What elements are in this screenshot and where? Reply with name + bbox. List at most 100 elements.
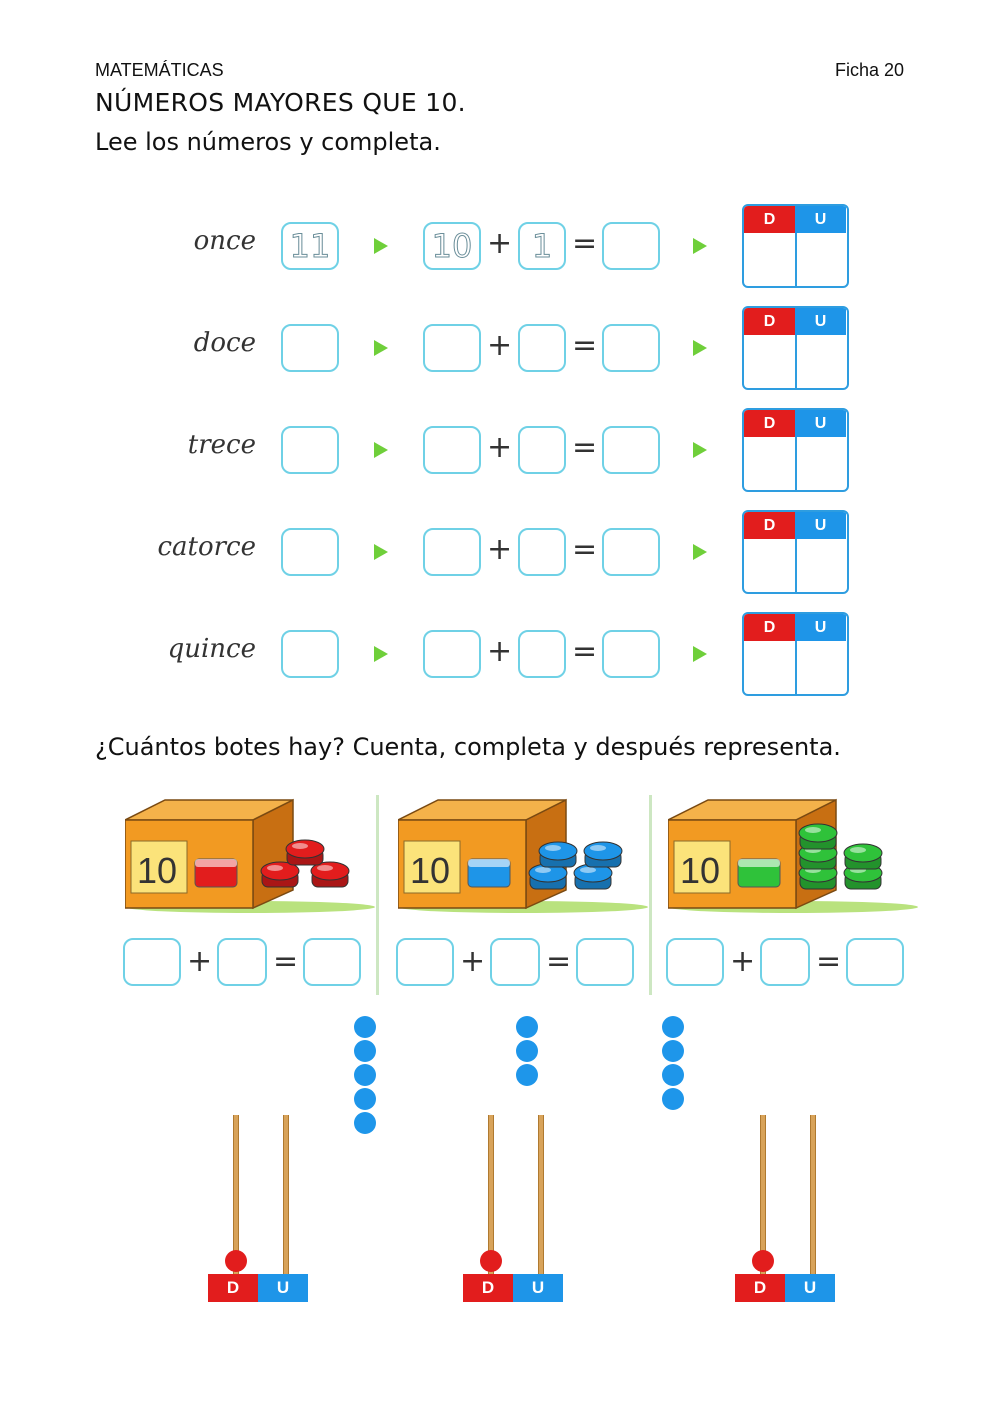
place-value-table: D U (742, 612, 849, 696)
arrow-right-icon (374, 238, 388, 254)
row-4: quince + = D U (0, 608, 1000, 698)
equals-sign: = (572, 634, 598, 669)
tens-header: D (744, 308, 795, 335)
total-input[interactable] (602, 222, 660, 270)
tens-input[interactable] (423, 324, 481, 372)
tens-label: D (208, 1274, 258, 1302)
total-input[interactable] (602, 324, 660, 372)
units-input[interactable] (518, 630, 566, 678)
tens-header: D (744, 410, 795, 437)
tens-rod[interactable] (488, 1115, 494, 1275)
units-input[interactable] (518, 324, 566, 372)
units-rod[interactable] (538, 1115, 544, 1275)
draggable-bead[interactable] (354, 1064, 376, 1086)
total-input[interactable] (602, 630, 660, 678)
draggable-bead[interactable] (662, 1088, 684, 1110)
equals-sign: = (572, 430, 598, 465)
units-input[interactable] (217, 938, 267, 986)
number-input[interactable] (281, 426, 339, 474)
arrow-right-icon (693, 238, 707, 254)
arrow-right-icon (374, 544, 388, 560)
equals-sign: = (572, 226, 598, 261)
plus-sign: + (460, 944, 486, 979)
number-input[interactable] (281, 630, 339, 678)
draggable-bead[interactable] (662, 1040, 684, 1062)
units-input[interactable] (518, 528, 566, 576)
tens-input[interactable] (666, 938, 724, 986)
units-header: U (795, 206, 846, 233)
number-word: doce (193, 328, 256, 358)
number-word: trece (187, 430, 256, 460)
total-input[interactable] (303, 938, 361, 986)
draggable-bead[interactable] (516, 1064, 538, 1086)
draggable-bead[interactable] (354, 1040, 376, 1062)
total-input[interactable] (576, 938, 634, 986)
loose-container-icon (260, 861, 300, 888)
equals-sign: = (816, 944, 842, 979)
number-input[interactable] (281, 528, 339, 576)
draggable-bead[interactable] (516, 1016, 538, 1038)
units-rod[interactable] (283, 1115, 289, 1275)
place-value-table: D U (742, 306, 849, 390)
draggable-bead[interactable] (354, 1016, 376, 1038)
loose-container-icon (285, 839, 325, 866)
total-input[interactable] (602, 426, 660, 474)
tens-rod[interactable] (233, 1115, 239, 1275)
total-input[interactable] (602, 528, 660, 576)
tens-label: D (463, 1274, 513, 1302)
draggable-bead[interactable] (662, 1064, 684, 1086)
loose-container-icon (798, 823, 838, 850)
tens-input[interactable] (123, 938, 181, 986)
group-divider (649, 795, 652, 995)
row-0: once 11 10 + 1 = D U (0, 200, 1000, 290)
arrow-right-icon (693, 544, 707, 560)
units-label: U (785, 1274, 835, 1302)
plus-sign: + (487, 634, 513, 669)
units-input[interactable] (490, 938, 540, 986)
draggable-bead[interactable] (354, 1088, 376, 1110)
tens-input[interactable] (423, 630, 481, 678)
units-input[interactable] (760, 938, 810, 986)
row-1: doce + = D U (0, 302, 1000, 392)
abacus-base: D U (208, 1274, 308, 1302)
number-word: catorce (157, 532, 256, 562)
loose-container-icon (573, 863, 613, 890)
equals-sign: = (273, 944, 299, 979)
plus-sign: + (730, 944, 756, 979)
sheet-number: Ficha 20 (834, 60, 904, 80)
tens-header: D (744, 614, 795, 641)
tens-bead (225, 1250, 247, 1272)
loose-container-icon (583, 841, 623, 868)
draggable-bead[interactable] (516, 1040, 538, 1062)
units-input[interactable]: 1 (518, 222, 566, 270)
units-header: U (795, 512, 846, 539)
units-input[interactable] (518, 426, 566, 474)
tens-header: D (744, 512, 795, 539)
units-rod[interactable] (810, 1115, 816, 1275)
tens-input[interactable] (396, 938, 454, 986)
tens-input[interactable] (423, 528, 481, 576)
plus-sign: + (487, 328, 513, 363)
number-input[interactable] (281, 324, 339, 372)
loose-container-icon (538, 841, 578, 868)
container-illustration: 10 (125, 798, 375, 913)
box-ten-label: 10 (410, 850, 450, 891)
draggable-bead[interactable] (354, 1112, 376, 1134)
units-label: U (258, 1274, 308, 1302)
tens-label: D (735, 1274, 785, 1302)
units-label: U (513, 1274, 563, 1302)
number-input[interactable]: 11 (281, 222, 339, 270)
tens-input[interactable] (423, 426, 481, 474)
draggable-bead[interactable] (662, 1016, 684, 1038)
page-title: NÚMEROS MAYORES QUE 10. (95, 88, 466, 117)
total-input[interactable] (846, 938, 904, 986)
instruction-1: Lee los números y completa. (95, 128, 441, 156)
units-header: U (795, 614, 846, 641)
tens-input[interactable]: 10 (423, 222, 481, 270)
tens-rod[interactable] (760, 1115, 766, 1275)
loose-container-icon (310, 861, 350, 888)
equals-sign: = (572, 328, 598, 363)
arrow-right-icon (374, 442, 388, 458)
arrow-right-icon (693, 340, 707, 356)
place-value-table: D U (742, 204, 849, 288)
